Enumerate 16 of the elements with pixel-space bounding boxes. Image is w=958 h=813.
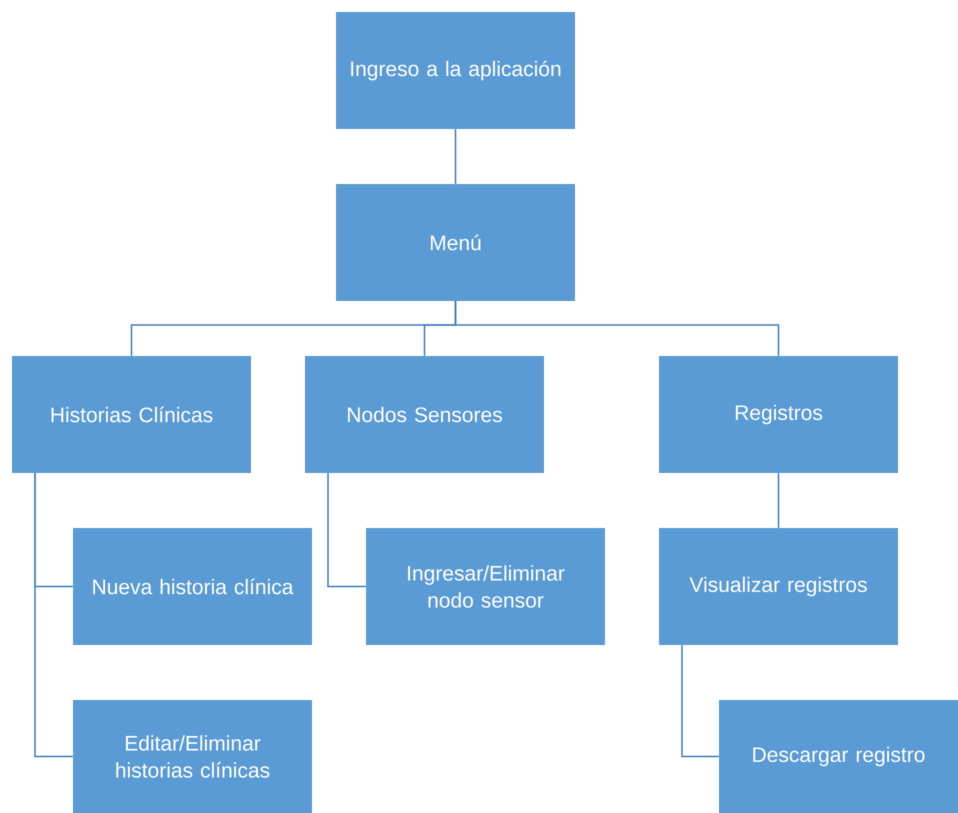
menu-box: Nueva historia clínica (73, 528, 312, 645)
menu-box: Descargar registro (719, 700, 958, 813)
menu-box: Editar/Eliminar historias clínicas (73, 700, 312, 813)
connector-line (454, 129, 456, 184)
connector-line (454, 301, 780, 356)
menu-box: Visualizar registros (659, 528, 898, 645)
menu-box: Ingresar/Eliminar nodo sensor (366, 528, 605, 645)
menu-box: Registros (659, 356, 898, 473)
connector-line (681, 645, 719, 758)
connector-line (34, 473, 73, 758)
connector-line (778, 473, 780, 528)
menu-box: Historias Clínicas (12, 356, 251, 473)
connector-line (327, 473, 366, 588)
menu-box: Nodos Sensores (305, 356, 544, 473)
menu-box: Ingreso a la aplicación (336, 12, 575, 129)
menu-box: Menú (336, 184, 575, 301)
